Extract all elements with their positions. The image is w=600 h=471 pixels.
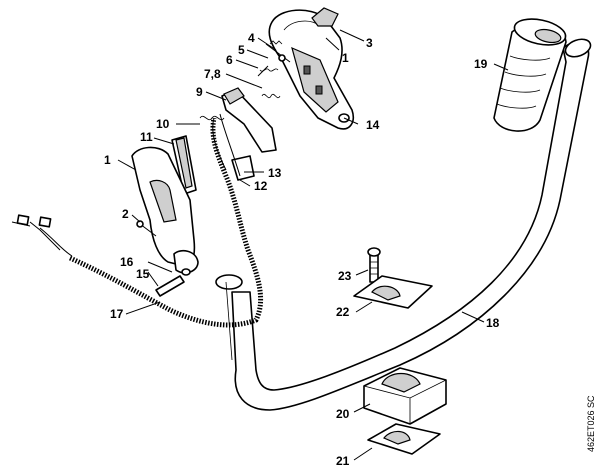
housing-half-right: [268, 9, 354, 130]
interlock-lever: [171, 135, 197, 195]
handlebar-tube: [215, 38, 592, 411]
callout-1-lower: 1: [104, 153, 111, 167]
callout-19: 19: [474, 57, 488, 71]
callout-18: 18: [486, 316, 500, 330]
callout-13: 13: [268, 166, 282, 180]
clamp-block-20: [363, 367, 447, 425]
callout-15: 15: [136, 267, 150, 281]
housing-half-left: [131, 146, 199, 274]
callout-20: 20: [336, 407, 350, 421]
callout-3: 3: [366, 36, 373, 50]
callout-2: 2: [122, 207, 129, 221]
small-parts-cluster: [257, 40, 291, 99]
callout-labels: 1 3 4 5 6 7,8 9 10 11 14 13 12 1 2 16 15…: [104, 31, 500, 468]
leader-lines: [117, 29, 509, 461]
screw-15: [155, 275, 185, 297]
cable-harness: [11, 113, 264, 328]
callout-7-8: 7,8: [204, 67, 221, 81]
callout-12: 12: [254, 179, 268, 193]
callout-1-upper: 1: [342, 51, 349, 65]
callout-17: 17: [110, 307, 124, 321]
clamp-upper-22: [353, 275, 433, 309]
lever-part: [231, 155, 255, 181]
callout-23: 23: [338, 269, 352, 283]
throttle-trigger: [221, 87, 277, 153]
callout-21: 21: [336, 454, 350, 468]
screw-2: [136, 220, 157, 237]
callout-6: 6: [226, 53, 233, 67]
screw-23: [367, 247, 381, 283]
callout-16: 16: [120, 255, 134, 269]
button-part: [311, 7, 339, 27]
reference-code: 462ET026 SC: [586, 395, 596, 452]
callout-11: 11: [140, 130, 153, 144]
callout-5: 5: [238, 43, 245, 57]
callout-4: 4: [248, 31, 255, 45]
callout-22: 22: [336, 305, 350, 319]
callout-14: 14: [366, 118, 380, 132]
callout-10: 10: [156, 117, 170, 131]
callout-9: 9: [196, 85, 203, 99]
grip: [493, 18, 567, 132]
clamp-lower-21: [367, 423, 441, 455]
nut-16: [181, 268, 191, 276]
